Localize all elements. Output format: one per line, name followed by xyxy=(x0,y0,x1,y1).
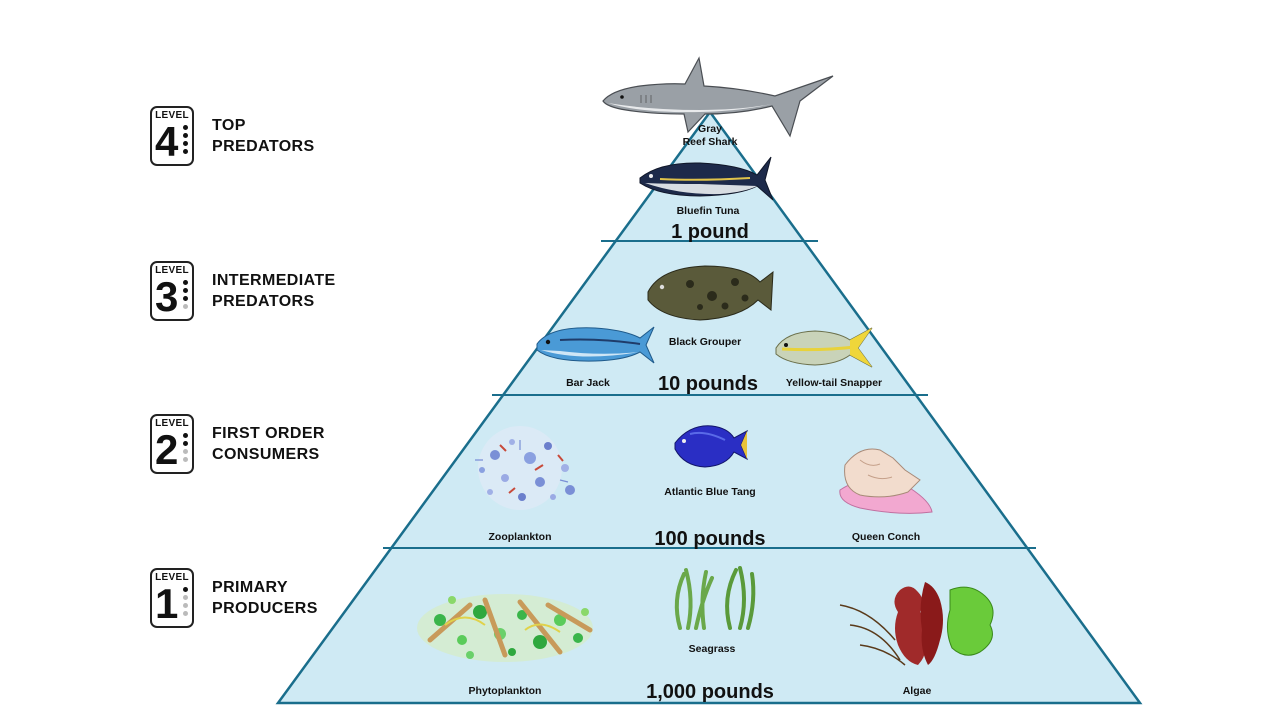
zooplankton-label: Zooplankton xyxy=(489,531,552,543)
black-grouper-icon xyxy=(647,265,774,321)
tier2-amount: 100 pounds xyxy=(654,528,765,550)
level-4-row: LEVEL 4 TOP PREDATORS xyxy=(150,106,372,166)
level-number: 1 xyxy=(155,580,179,627)
level-dots xyxy=(183,433,188,462)
level-1-row: LEVEL 1 PRIMARY PRODUCERS xyxy=(150,568,372,628)
level-4-title: TOP PREDATORS xyxy=(212,115,372,157)
level-badge-word: LEVEL xyxy=(155,265,189,276)
level-number: 2 xyxy=(155,426,179,473)
zooplankton-icon xyxy=(475,426,575,510)
tier4-amount: 1 pound xyxy=(671,221,749,243)
level-dots xyxy=(183,587,188,616)
level-title-line2: PRODUCERS xyxy=(212,600,318,617)
grouper-label: Black Grouper xyxy=(669,336,741,348)
level-3-row: LEVEL 3 INTERMEDIATE PREDATORS xyxy=(150,261,372,321)
level-dots xyxy=(183,280,188,309)
level-2-title: FIRST ORDER CONSUMERS xyxy=(212,423,372,465)
level-3-badge: LEVEL 3 xyxy=(150,261,194,321)
yellowtail-snapper-icon xyxy=(775,327,873,368)
level-title-line1: INTERMEDIATE xyxy=(212,272,336,289)
phytoplankton-icon xyxy=(417,594,593,662)
level-dots xyxy=(183,125,188,154)
level-2-badge: LEVEL 2 xyxy=(150,414,194,474)
bar-jack-label: Bar Jack xyxy=(566,377,610,389)
tuna-label: Bluefin Tuna xyxy=(677,205,740,217)
blue-tang-label: Atlantic Blue Tang xyxy=(664,486,755,498)
seagrass-label: Seagrass xyxy=(689,643,736,655)
level-title-line1: FIRST ORDER xyxy=(212,425,325,442)
shark-label-line1: Gray xyxy=(698,123,722,135)
level-title-line1: PRIMARY xyxy=(212,579,288,596)
shark-label-line2: Reef Shark xyxy=(683,136,738,148)
level-number: 3 xyxy=(155,273,179,320)
level-1-badge: LEVEL 1 xyxy=(150,568,194,628)
level-4-badge: LEVEL 4 xyxy=(150,106,194,166)
algae-icon xyxy=(839,582,994,666)
pyramid-body xyxy=(275,109,1143,705)
bluefin-tuna-icon xyxy=(639,156,774,201)
level-3-title: INTERMEDIATE PREDATORS xyxy=(212,270,372,312)
seagrass-icon xyxy=(674,566,756,630)
algae-label: Algae xyxy=(903,685,932,697)
level-1-title: PRIMARY PRODUCERS xyxy=(212,577,372,619)
level-title-line2: CONSUMERS xyxy=(212,446,320,463)
level-title-line2: PREDATORS xyxy=(212,138,315,155)
tier3-amount: 10 pounds xyxy=(658,373,758,395)
blue-tang-icon xyxy=(674,425,749,468)
level-number: 4 xyxy=(155,118,179,165)
queen-conch-icon xyxy=(839,448,933,514)
level-title-line1: TOP xyxy=(212,117,246,134)
tier1-amount: 1,000 pounds xyxy=(646,681,774,703)
phytoplankton-label: Phytoplankton xyxy=(469,685,542,697)
level-title-line2: PREDATORS xyxy=(212,293,315,310)
level-badge-word: LEVEL xyxy=(155,110,189,121)
level-2-row: LEVEL 2 FIRST ORDER CONSUMERS xyxy=(150,414,372,474)
level-badge-word: LEVEL xyxy=(155,572,189,583)
conch-label: Queen Conch xyxy=(852,531,920,543)
level-badge-word: LEVEL xyxy=(155,418,189,429)
gray-reef-shark-icon xyxy=(602,56,834,138)
bar-jack-icon xyxy=(536,326,655,364)
snapper-label: Yellow-tail Snapper xyxy=(786,377,882,389)
